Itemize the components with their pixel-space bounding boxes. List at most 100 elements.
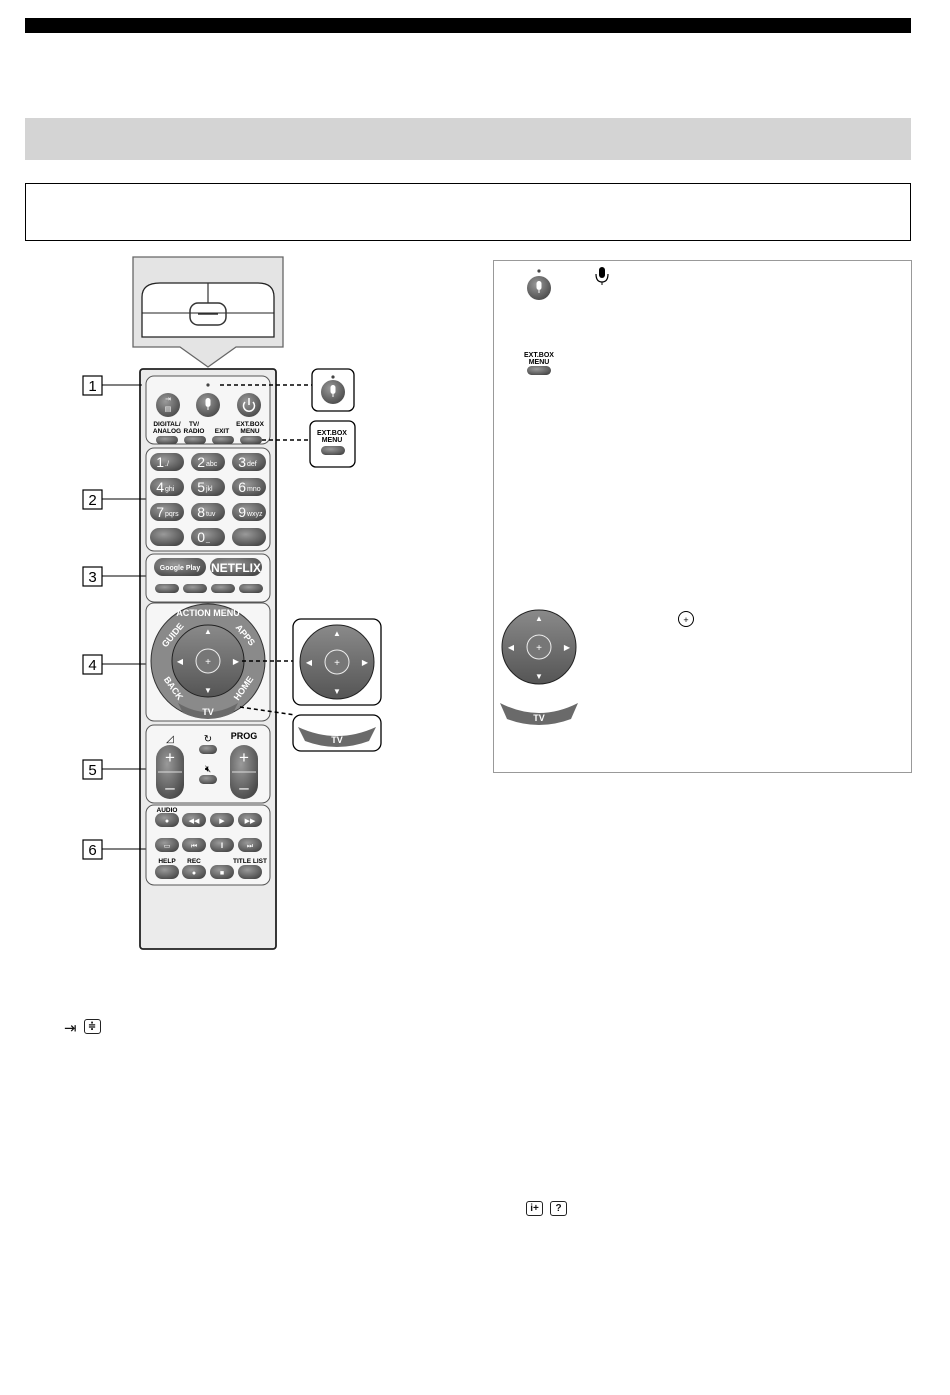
numpad-letters: ./: [165, 461, 169, 468]
jump-button[interactable]: [199, 745, 217, 754]
tv-button[interactable]: [178, 703, 238, 719]
playback-row1-icon-1: ◀◀: [189, 818, 200, 825]
numpad-key-0[interactable]: [150, 453, 184, 471]
color-button-red[interactable]: [155, 584, 179, 593]
tv-label: TV: [202, 707, 214, 717]
remote-illustration: 1 2 3 4 5 6 ⇥ ▤ DIGITAL/ANALOG TV/RADIO: [82, 256, 694, 950]
numpad-key-2[interactable]: [232, 453, 266, 471]
playback-row1-button-1[interactable]: [182, 813, 206, 827]
audio-label: AUDIO: [157, 807, 178, 814]
playback-row2-button-1[interactable]: [182, 838, 206, 852]
playback-row2-button-2[interactable]: [210, 838, 234, 852]
numpad-key-3[interactable]: [150, 478, 184, 496]
numpad-key-10[interactable]: [191, 528, 225, 546]
numpad-letters: wxyz: [246, 511, 263, 518]
tv-radio-button[interactable]: [184, 436, 206, 444]
numpad-digit: 0: [197, 529, 205, 545]
numpad-digit: 2: [197, 454, 205, 470]
help-label: HELP: [158, 858, 176, 865]
playback-row3-button-2[interactable]: [210, 865, 234, 879]
svg-text:TV: TV: [331, 735, 343, 745]
numpad-key-1[interactable]: [191, 453, 225, 471]
note-box: [25, 183, 911, 241]
playback-row3-icon-2: ■: [220, 870, 224, 877]
numpad-key-9[interactable]: [150, 528, 184, 546]
svg-text:◀: ◀: [508, 643, 515, 652]
svg-text:6: 6: [88, 842, 96, 859]
jump-icon: ↻: [204, 734, 212, 745]
playback-row1-button-3[interactable]: [238, 813, 262, 827]
svg-text:1: 1: [88, 378, 96, 395]
svg-text:–: –: [165, 778, 175, 797]
playback-row3-button-0[interactable]: [155, 865, 179, 879]
section-number-labels: 1 2 3 4 5 6: [82, 375, 150, 860]
center-select-icon: +: [205, 657, 211, 668]
side-microphone-icon: [595, 267, 609, 285]
remote-top-detail: [132, 256, 284, 368]
svg-text:+: +: [239, 748, 249, 767]
google-play-label: Google Play: [160, 565, 201, 572]
numpad-letters: pqrs: [165, 511, 179, 518]
playback-row2-icon-3: ⏭: [247, 843, 254, 850]
playback-row1-icon-0: ●: [165, 818, 169, 825]
numpad-key-11[interactable]: [232, 528, 266, 546]
svg-text:▲: ▲: [535, 614, 543, 623]
color-button-green[interactable]: [183, 584, 207, 593]
remote-section-4-navigation: + ▲ ▼ ◀ ▶ GUIDE ACTION MENU APPS BACK HO…: [145, 602, 271, 722]
up-arrow-icon: ▲: [204, 627, 212, 636]
down-arrow-icon: ▼: [204, 686, 212, 695]
numpad-letters: def: [247, 461, 257, 468]
netflix-button[interactable]: [210, 558, 262, 576]
input-button[interactable]: [156, 393, 180, 417]
svg-text:+: +: [165, 748, 175, 767]
playback-row2-button-0[interactable]: [155, 838, 179, 852]
svg-text:◀: ◀: [306, 658, 313, 667]
playback-row1-button-0[interactable]: [155, 813, 179, 827]
google-play-button[interactable]: [154, 558, 206, 576]
playback-row2-button-3[interactable]: [238, 838, 262, 852]
section-header-band: [25, 118, 911, 160]
numpad-key-7[interactable]: [191, 503, 225, 521]
ext-box-menu-button[interactable]: [240, 436, 262, 444]
numpad-digit: 5: [197, 479, 205, 495]
svg-text:▲: ▲: [333, 629, 341, 638]
remote-section-1: ⇥ ▤ DIGITAL/ANALOG TV/RADIO EXIT EXT.BOX…: [145, 375, 271, 445]
numpad-digit: 4: [156, 479, 164, 495]
numpad-digit: 3: [238, 454, 246, 470]
playback-row1-button-2[interactable]: [210, 813, 234, 827]
digital-analog-button[interactable]: [156, 436, 178, 444]
info-icon: i+: [526, 1201, 543, 1216]
playback-row2-icon-0: ▭: [164, 843, 171, 850]
svg-text:+: +: [334, 658, 340, 669]
side-tv-button: [500, 703, 578, 725]
action-menu-label: ACTION MENU: [176, 608, 240, 618]
remote-section-3: Google Play NETFLIX: [145, 553, 271, 603]
playback-row3-button-3[interactable]: [238, 865, 262, 879]
playback-row2-icon-2: ǁ: [221, 843, 224, 850]
mute-icon: 🔇︎: [205, 764, 211, 775]
playback-row1-icon-2: ▶: [219, 818, 225, 825]
numpad-key-6[interactable]: [150, 503, 184, 521]
mute-button[interactable]: [199, 775, 217, 784]
playback-row3-button-1[interactable]: [182, 865, 206, 879]
numpad-digit: 7: [156, 504, 164, 520]
prog-label: PROG: [231, 731, 258, 741]
numpad-key-4[interactable]: [191, 478, 225, 496]
help-icon: ?: [550, 1201, 567, 1216]
exit-button[interactable]: [212, 436, 234, 444]
color-button-yellow[interactable]: [211, 584, 235, 593]
numpad-key-8[interactable]: [232, 503, 266, 521]
input-icon: ⇥: [64, 1020, 77, 1037]
text-icon: ▤: [165, 406, 172, 413]
digital-analog-label: DIGITAL/ANALOG: [153, 421, 181, 435]
playback-row1-icon-3: ▶▶: [245, 818, 256, 825]
center-select-button[interactable]: [195, 648, 221, 674]
color-button-blue[interactable]: [239, 584, 263, 593]
numpad-digit: 6: [238, 479, 246, 495]
input-icon: ⇥: [165, 396, 171, 403]
numpad-key-5[interactable]: [232, 478, 266, 496]
